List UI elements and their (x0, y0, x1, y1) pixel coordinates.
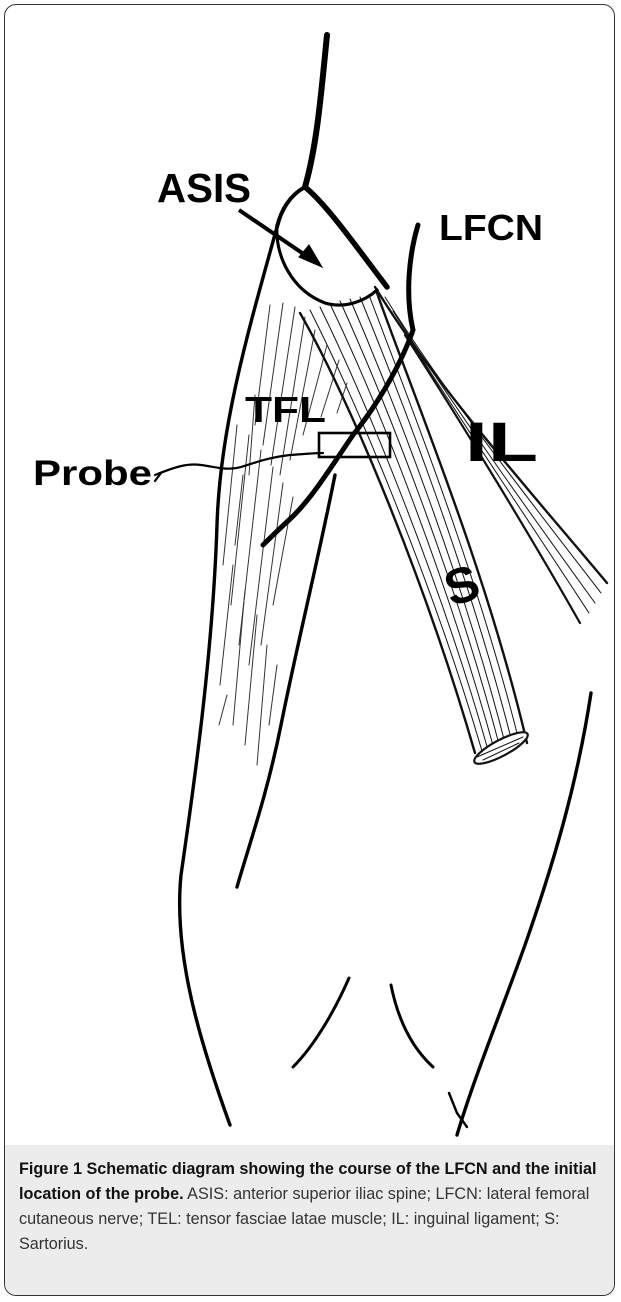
caption-area: Figure 1 Schematic diagram showing the c… (5, 1145, 615, 1296)
figure-caption: Figure 1 Schematic diagram showing the c… (19, 1157, 604, 1257)
label-s: S (437, 554, 486, 618)
thigh-anatomy-diagram: ASIS LFCN TFL IL Probe S (5, 5, 615, 1145)
label-probe: Probe (33, 454, 152, 493)
label-tfl: TFL (245, 389, 326, 430)
thigh-contours (180, 227, 591, 1135)
asis-outline (277, 35, 387, 305)
figure-frame: ASIS LFCN TFL IL Probe S Figure 1 Schema… (4, 4, 615, 1296)
label-lfcn: LFCN (439, 207, 543, 248)
sartorius-muscle (300, 293, 531, 769)
label-il: IL (465, 410, 538, 473)
probe-wire (155, 453, 323, 481)
label-asis: ASIS (157, 165, 251, 211)
